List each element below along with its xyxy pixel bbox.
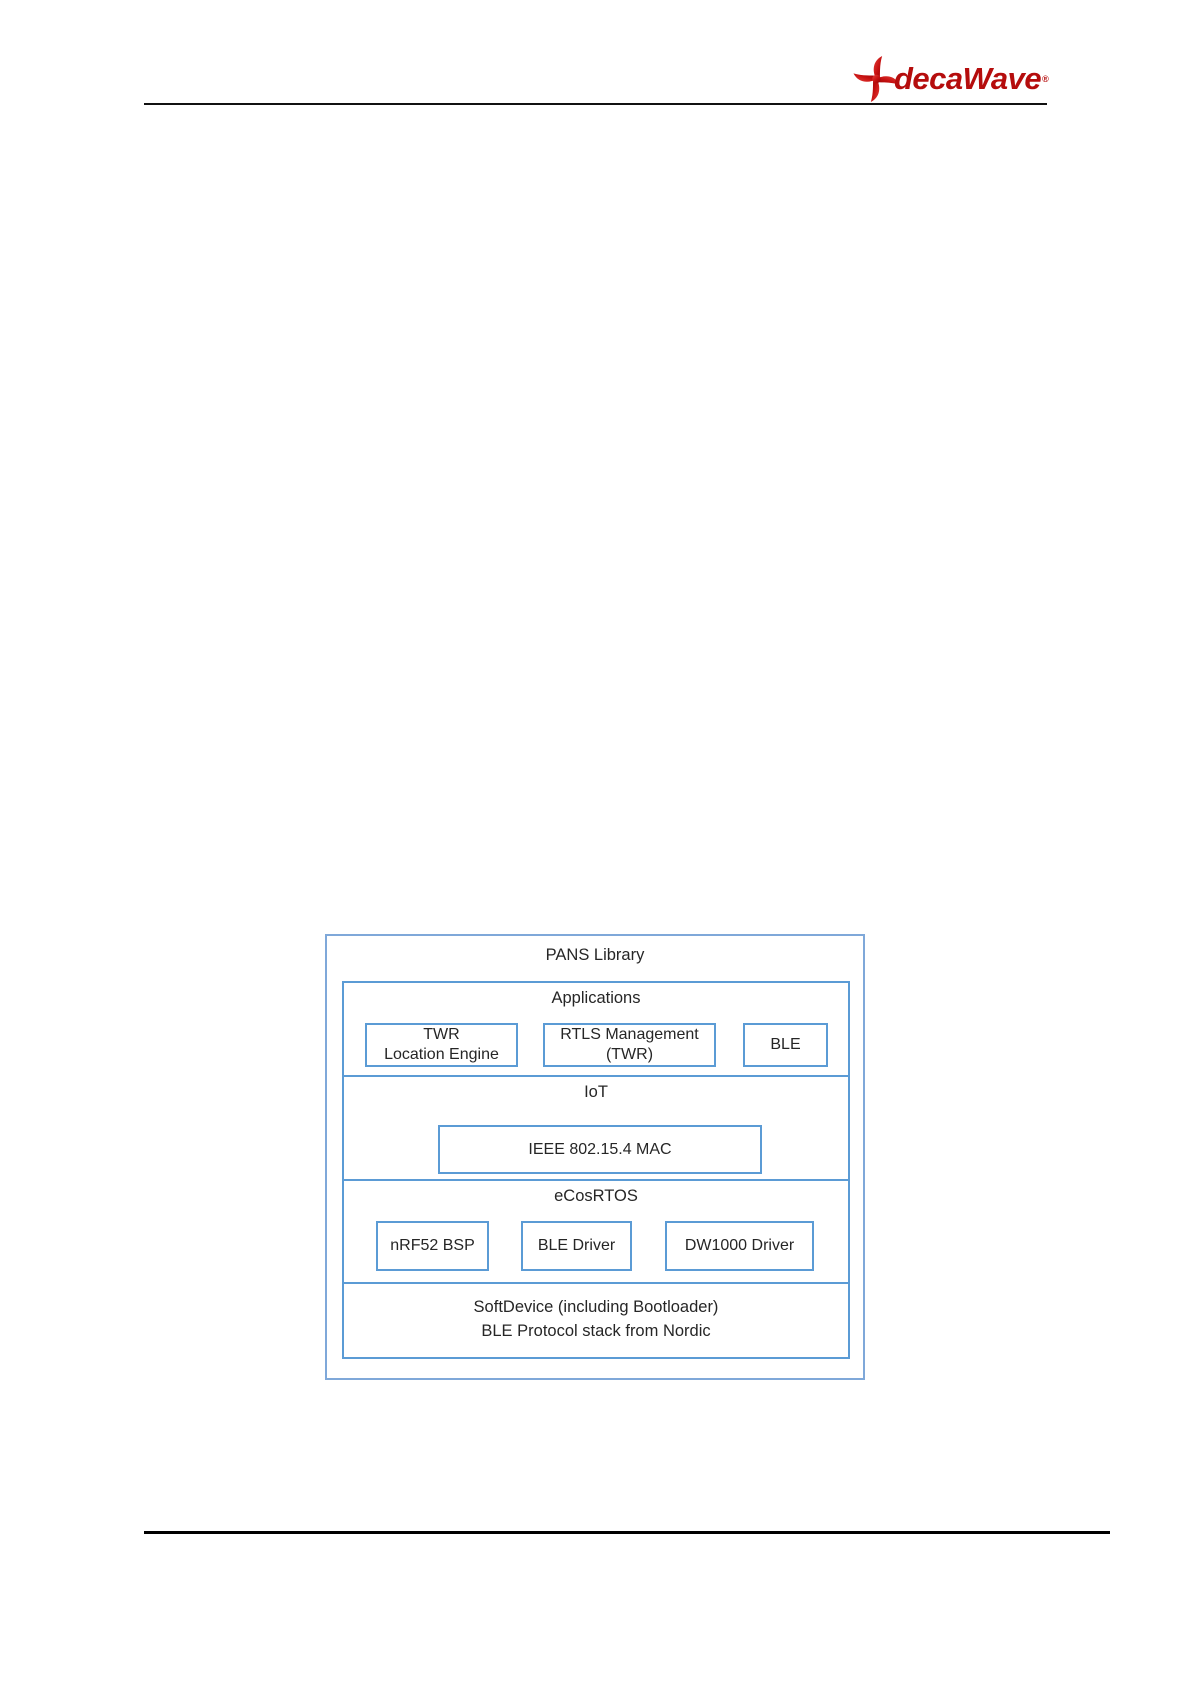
rtls-label-line2: (TWR) <box>605 1046 654 1063</box>
box-nrf52-bsp: nRF52 BSP <box>376 1221 489 1271</box>
rtls-label-line1: RTLS Management <box>560 1026 699 1043</box>
twr-label-line2: Location Engine <box>384 1046 499 1063</box>
twr-label-line1: TWR <box>423 1026 460 1043</box>
pinwheel-icon <box>853 55 900 102</box>
ble-driver-label: BLE Driver <box>537 1237 616 1254</box>
pans-library-box: PANS Library Applications TWR Location E… <box>325 934 865 1380</box>
iot-section: IoT IEEE 802.15.4 MAC <box>342 1075 850 1181</box>
box-ieee-802154-mac: IEEE 802.15.4 MAC <box>438 1125 762 1174</box>
dw1000-driver-label: DW1000 Driver <box>684 1237 795 1254</box>
ieee-mac-label: IEEE 802.15.4 MAC <box>528 1140 672 1158</box>
ecosrtos-section: eCosRTOS nRF52 BSP BLE Driver DW1000 Dri… <box>342 1179 850 1284</box>
pans-library-title: PANS Library <box>545 946 645 964</box>
box-ble-driver: BLE Driver <box>521 1221 632 1271</box>
header-divider <box>144 103 1047 105</box>
nrf52-bsp-label: nRF52 BSP <box>390 1237 475 1254</box>
softdevice-line2: BLE Protocol stack from Nordic <box>481 1322 711 1340</box>
applications-title: Applications <box>551 989 641 1007</box>
ble-label: BLE <box>770 1036 801 1053</box>
ecosrtos-title: eCosRTOS <box>554 1187 638 1205</box>
box-twr-location-engine: TWR Location Engine <box>365 1023 518 1067</box>
iot-title: IoT <box>584 1083 608 1101</box>
softdevice-section: SoftDevice (including Bootloader) BLE Pr… <box>342 1282 850 1359</box>
logo-wordmark: decaWave <box>894 61 1042 96</box>
registered-trademark-mark: ® <box>1042 73 1049 84</box>
applications-section: Applications TWR Location Engine RTLS Ma… <box>342 981 850 1077</box>
softdevice-label: SoftDevice (including Bootloader) BLE Pr… <box>344 1284 848 1343</box>
footer-divider <box>144 1531 1110 1534</box>
box-ble: BLE <box>743 1023 828 1067</box>
softdevice-line1: SoftDevice (including Bootloader) <box>473 1298 719 1316</box>
box-dw1000-driver: DW1000 Driver <box>665 1221 814 1271</box>
box-rtls-management: RTLS Management (TWR) <box>543 1023 716 1067</box>
decawave-logo: decaWave® <box>853 54 1049 103</box>
